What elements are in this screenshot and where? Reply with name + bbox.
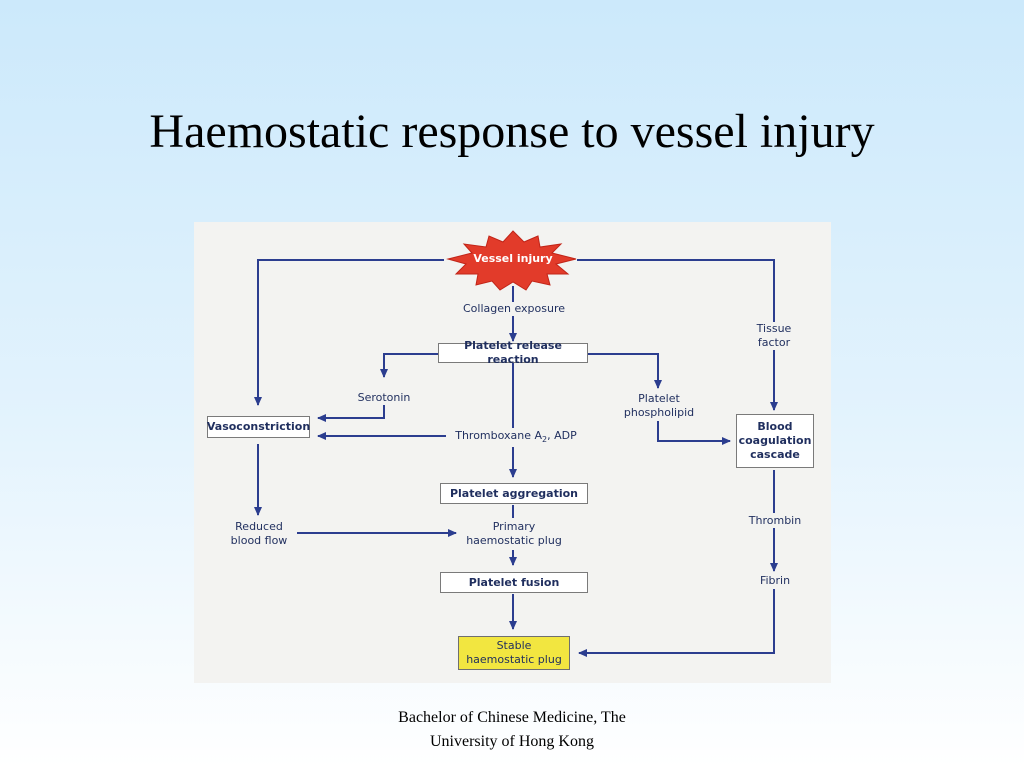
platelet-phospholipid-label: Platelet phospholipid — [617, 392, 701, 420]
footer-line-2: University of Hong Kong — [430, 733, 594, 750]
reduced-blood-flow-label: Reduced blood flow — [224, 520, 294, 548]
vasoconstriction-box: Vasoconstriction — [207, 416, 310, 438]
thromboxane-adp-label: Thromboxane A2, ADP — [446, 429, 586, 448]
arrow-injury-to-vasoconstriction — [254, 259, 444, 406]
collagen-exposure-label: Collagen exposure — [454, 302, 574, 316]
platelet-fusion-box: Platelet fusion — [440, 572, 588, 593]
vessel-injury-burst — [446, 230, 577, 291]
primary-haemostatic-plug-label: Primary haemostatic plug — [458, 520, 570, 548]
footer-line-1: Bachelor of Chinese Medicine, The — [398, 709, 626, 726]
tissue-factor-label: Tissue factor — [746, 322, 802, 350]
fibrin-label: Fibrin — [754, 574, 796, 588]
arrow-phospholipid-to-coagulation — [657, 421, 731, 445]
flowchart-panel: Vessel injury Collagen exposure Platelet… — [194, 222, 831, 683]
footer: Bachelor of Chinese Medicine, The Univer… — [312, 706, 712, 754]
flowchart-arrows — [254, 230, 778, 657]
arrow-fibrin-to-stable — [578, 589, 775, 657]
thrombin-label: Thrombin — [744, 514, 806, 528]
stable-haemostatic-plug-box: Stable haemostatic plug — [458, 636, 570, 670]
platelet-release-reaction-box: Platelet release reaction — [438, 339, 588, 366]
serotonin-label: Serotonin — [351, 391, 417, 405]
arrow-injury-to-tissue-factor — [577, 259, 775, 322]
slide-title: Haemostatic response to vessel injury — [149, 105, 875, 158]
arrow-release-to-phospholipid — [588, 353, 662, 389]
platelet-aggregation-box: Platelet aggregation — [440, 483, 588, 504]
arrow-serotonin-to-vasoconstriction — [317, 403, 385, 422]
blood-coagulation-cascade-box: Blood coagulation cascade — [736, 414, 814, 468]
vessel-injury-label: Vessel injury — [473, 252, 553, 265]
arrow-release-to-serotonin — [380, 353, 438, 378]
